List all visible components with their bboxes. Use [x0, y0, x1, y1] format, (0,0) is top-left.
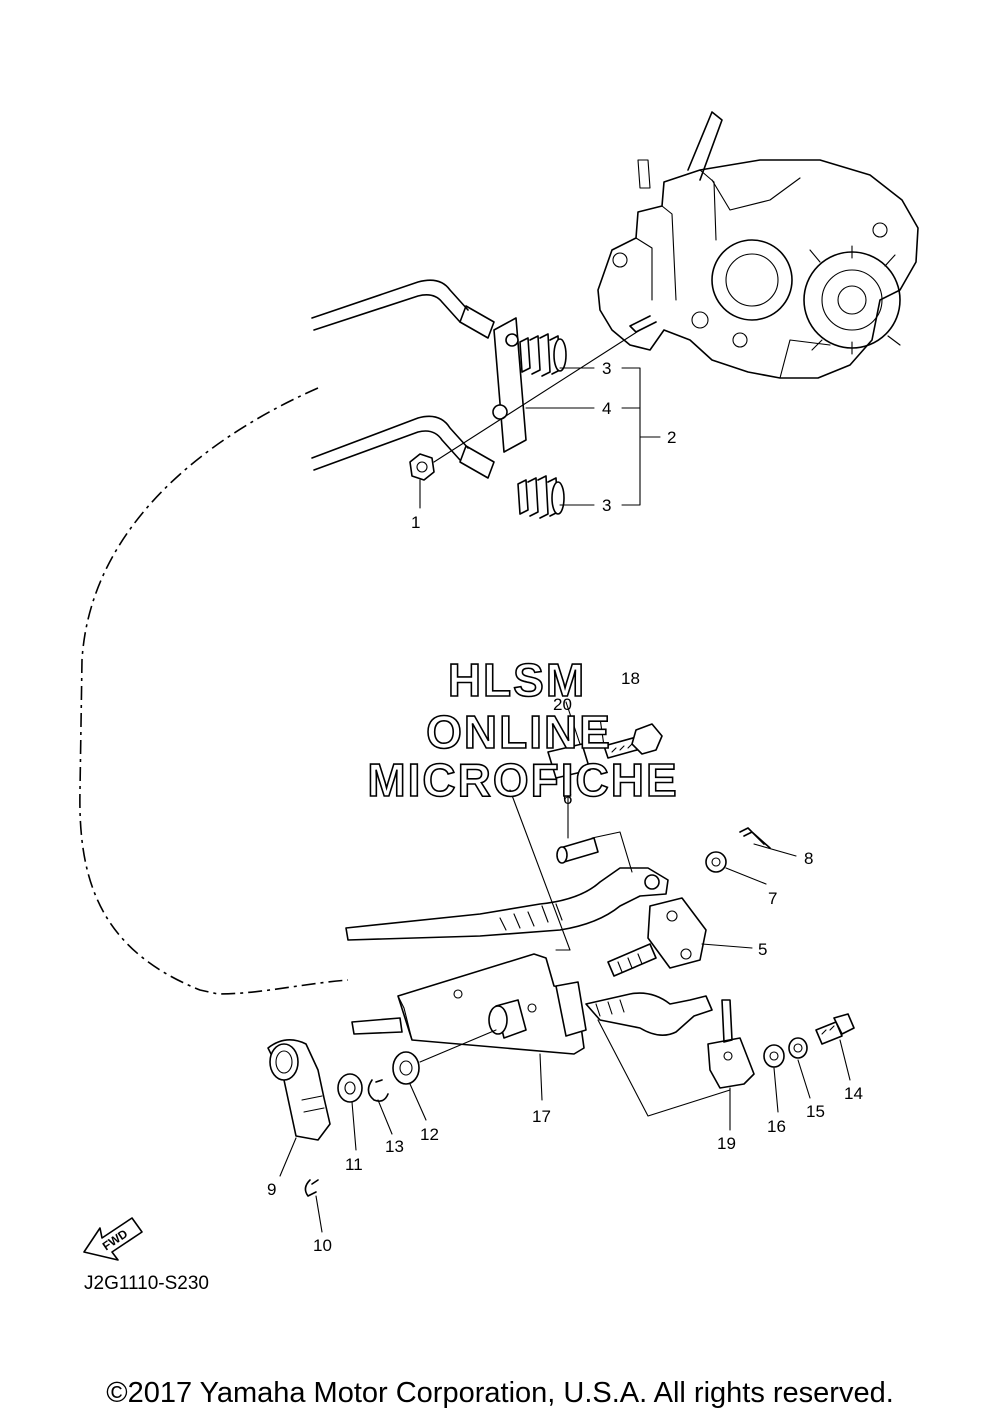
- engine-block: [597, 111, 919, 379]
- watermark: HLSM ONLINE MICROFICHE: [367, 653, 678, 807]
- callout-10: 10: [313, 1236, 332, 1255]
- callout-16: 16: [767, 1117, 786, 1136]
- callout-19: 19: [717, 1134, 736, 1153]
- callout-17: 17: [532, 1107, 551, 1126]
- callout-12: 12: [420, 1125, 439, 1144]
- callout-3: 3: [602, 359, 611, 378]
- bracket-part: [607, 897, 707, 977]
- callout-18: 18: [621, 669, 640, 688]
- watermark-line-3: MICROFICHE: [367, 754, 678, 806]
- washer-part: [392, 1051, 420, 1085]
- callout-14: 14: [844, 1084, 863, 1103]
- routing-line: [79, 387, 349, 995]
- callout-bracket-upper: [419, 367, 661, 509]
- callout-6: 6: [563, 789, 572, 808]
- bolt-part: [815, 1013, 855, 1045]
- upper-linkage: [311, 279, 641, 519]
- pedal-part: [267, 1039, 331, 1141]
- watermark-line-1: HLSM: [448, 654, 586, 706]
- bolt-part: [603, 723, 663, 759]
- copyright-notice: ©2017 Yamaha Motor Corporation, U.S.A. A…: [106, 1377, 894, 1409]
- callout-2: 2: [667, 428, 676, 447]
- lower-assembly: [267, 701, 855, 1233]
- callout-7: 7: [768, 889, 777, 908]
- clip-part: [707, 999, 755, 1089]
- nut-part: [409, 453, 435, 481]
- callout-15: 15: [806, 1102, 825, 1121]
- diagram-code: J2G1110-S230: [84, 1273, 209, 1294]
- callout-20: 20: [553, 695, 572, 714]
- callout-1: 1: [411, 513, 420, 532]
- spring-lower: [517, 475, 565, 519]
- callout-4: 4: [602, 399, 611, 418]
- lock-washer-part: [788, 1037, 808, 1059]
- callout-9: 9: [267, 1180, 276, 1199]
- washer-part: [763, 1044, 785, 1068]
- pin-part: [556, 837, 599, 864]
- callout-labels: 1 2 3 3 4 5 6 7 8 9 10 11 12 13 14 15 16…: [267, 359, 863, 1255]
- callout-11: 11: [345, 1155, 363, 1174]
- main-bracket-part: [351, 953, 587, 1055]
- callout-3b: 3: [602, 496, 611, 515]
- spring-upper: [519, 333, 567, 377]
- watermark-line-2: ONLINE: [426, 706, 612, 758]
- callout-5: 5: [758, 940, 767, 959]
- fwd-arrow-icon: FWD: [83, 1217, 143, 1261]
- callout-8: 8: [804, 849, 813, 868]
- washer-part: [705, 851, 727, 873]
- callout-13: 13: [385, 1137, 404, 1156]
- collar-part: [488, 999, 527, 1039]
- washer-part: [337, 1073, 363, 1103]
